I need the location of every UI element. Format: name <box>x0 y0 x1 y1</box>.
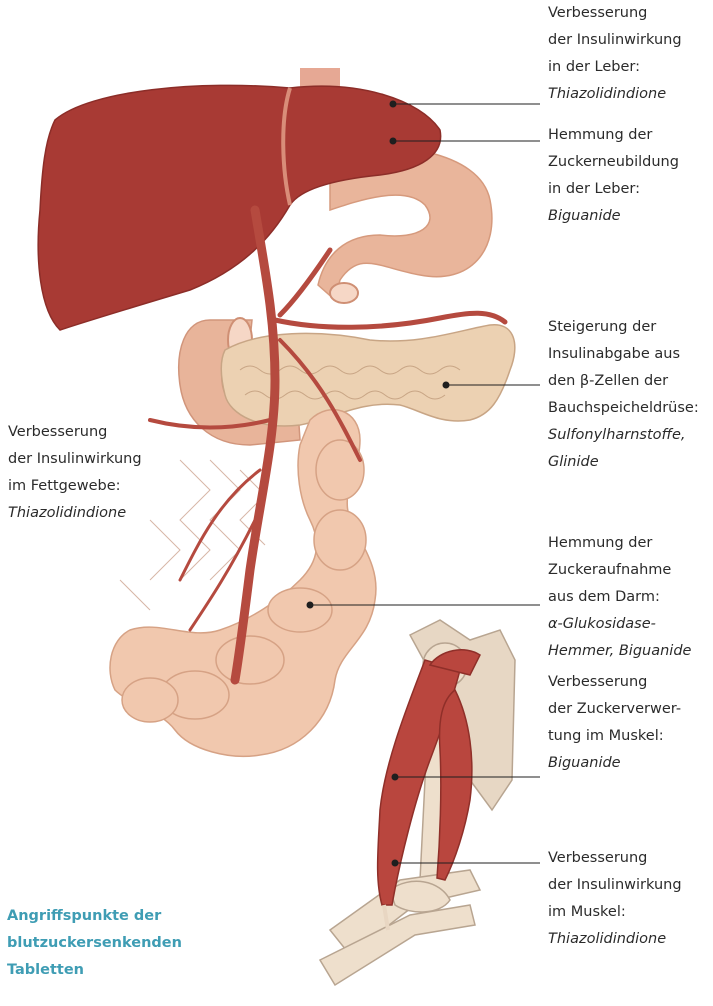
label-drug: Biguanide <box>548 750 681 777</box>
label-line: in der Leber: <box>548 176 679 203</box>
label-drug: Thiazolidindione <box>548 81 682 108</box>
label-line: Verbesserung <box>548 0 682 27</box>
label-line: der Insulinwirkung <box>548 27 682 54</box>
label-pancreas-insulin-release: Steigerung der Insulinabgabe aus den β-Z… <box>548 314 699 476</box>
label-line: Verbesserung <box>548 845 682 872</box>
label-line: den β-Zellen der <box>548 368 699 395</box>
label-liver-insulin-action: Verbesserung der Insulinwirkung in der L… <box>548 0 682 108</box>
label-line: Verbesserung <box>8 419 142 446</box>
label-line: der Zuckerverwer- <box>548 696 681 723</box>
label-liver-gluconeogenesis: Hemmung der Zuckerneubildung in der Lebe… <box>548 122 679 230</box>
label-line: im Fettgewebe: <box>8 473 142 500</box>
label-line: im Muskel: <box>548 899 682 926</box>
label-line: Hemmung der <box>548 530 691 557</box>
arm-skeleton <box>320 620 515 985</box>
label-line: Steigerung der <box>548 314 699 341</box>
label-muscle-insulin-action: Verbesserung der Insulinwirkung im Muske… <box>548 845 682 953</box>
label-line: Verbesserung <box>548 669 681 696</box>
intestine <box>110 410 376 757</box>
label-intestine-absorption: Hemmung der Zuckeraufnahme aus dem Darm:… <box>548 530 691 665</box>
label-drug: Thiazolidindione <box>8 500 142 527</box>
label-drug: α-Glukosidase- <box>548 611 691 638</box>
label-line: Zuckeraufnahme <box>548 557 691 584</box>
caption-line: Angriffspunkte der <box>7 903 182 930</box>
label-line: tung im Muskel: <box>548 723 681 750</box>
label-line: Zuckerneubildung <box>548 149 679 176</box>
label-drug: Glinide <box>548 449 699 476</box>
stomach-duodenum-opening <box>330 283 358 303</box>
label-drug: Sulfonylharnstoffe, <box>548 422 699 449</box>
liver <box>38 85 440 330</box>
label-line: in der Leber: <box>548 54 682 81</box>
label-drug: Thiazolidindione <box>548 926 682 953</box>
pancreas <box>221 325 515 426</box>
caption-line: blutzuckersenkenden <box>7 930 182 957</box>
label-drug: Biguanide <box>548 203 679 230</box>
label-drug: Hemmer, Biguanide <box>548 638 691 665</box>
label-line: Insulinabgabe aus <box>548 341 699 368</box>
label-line: Bauchspeicheldrüse: <box>548 395 699 422</box>
label-line: aus dem Darm: <box>548 584 691 611</box>
label-fat-tissue: Verbesserung der Insulinwirkung im Fettg… <box>8 419 142 527</box>
label-line: der Insulinwirkung <box>548 872 682 899</box>
label-muscle-sugar-use: Verbesserung der Zuckerverwer- tung im M… <box>548 669 681 777</box>
label-line: der Insulinwirkung <box>8 446 142 473</box>
caption-line: Tabletten <box>7 957 182 984</box>
figure-caption: Angriffspunkte der blutzuckersenkenden T… <box>7 903 182 984</box>
label-line: Hemmung der <box>548 122 679 149</box>
